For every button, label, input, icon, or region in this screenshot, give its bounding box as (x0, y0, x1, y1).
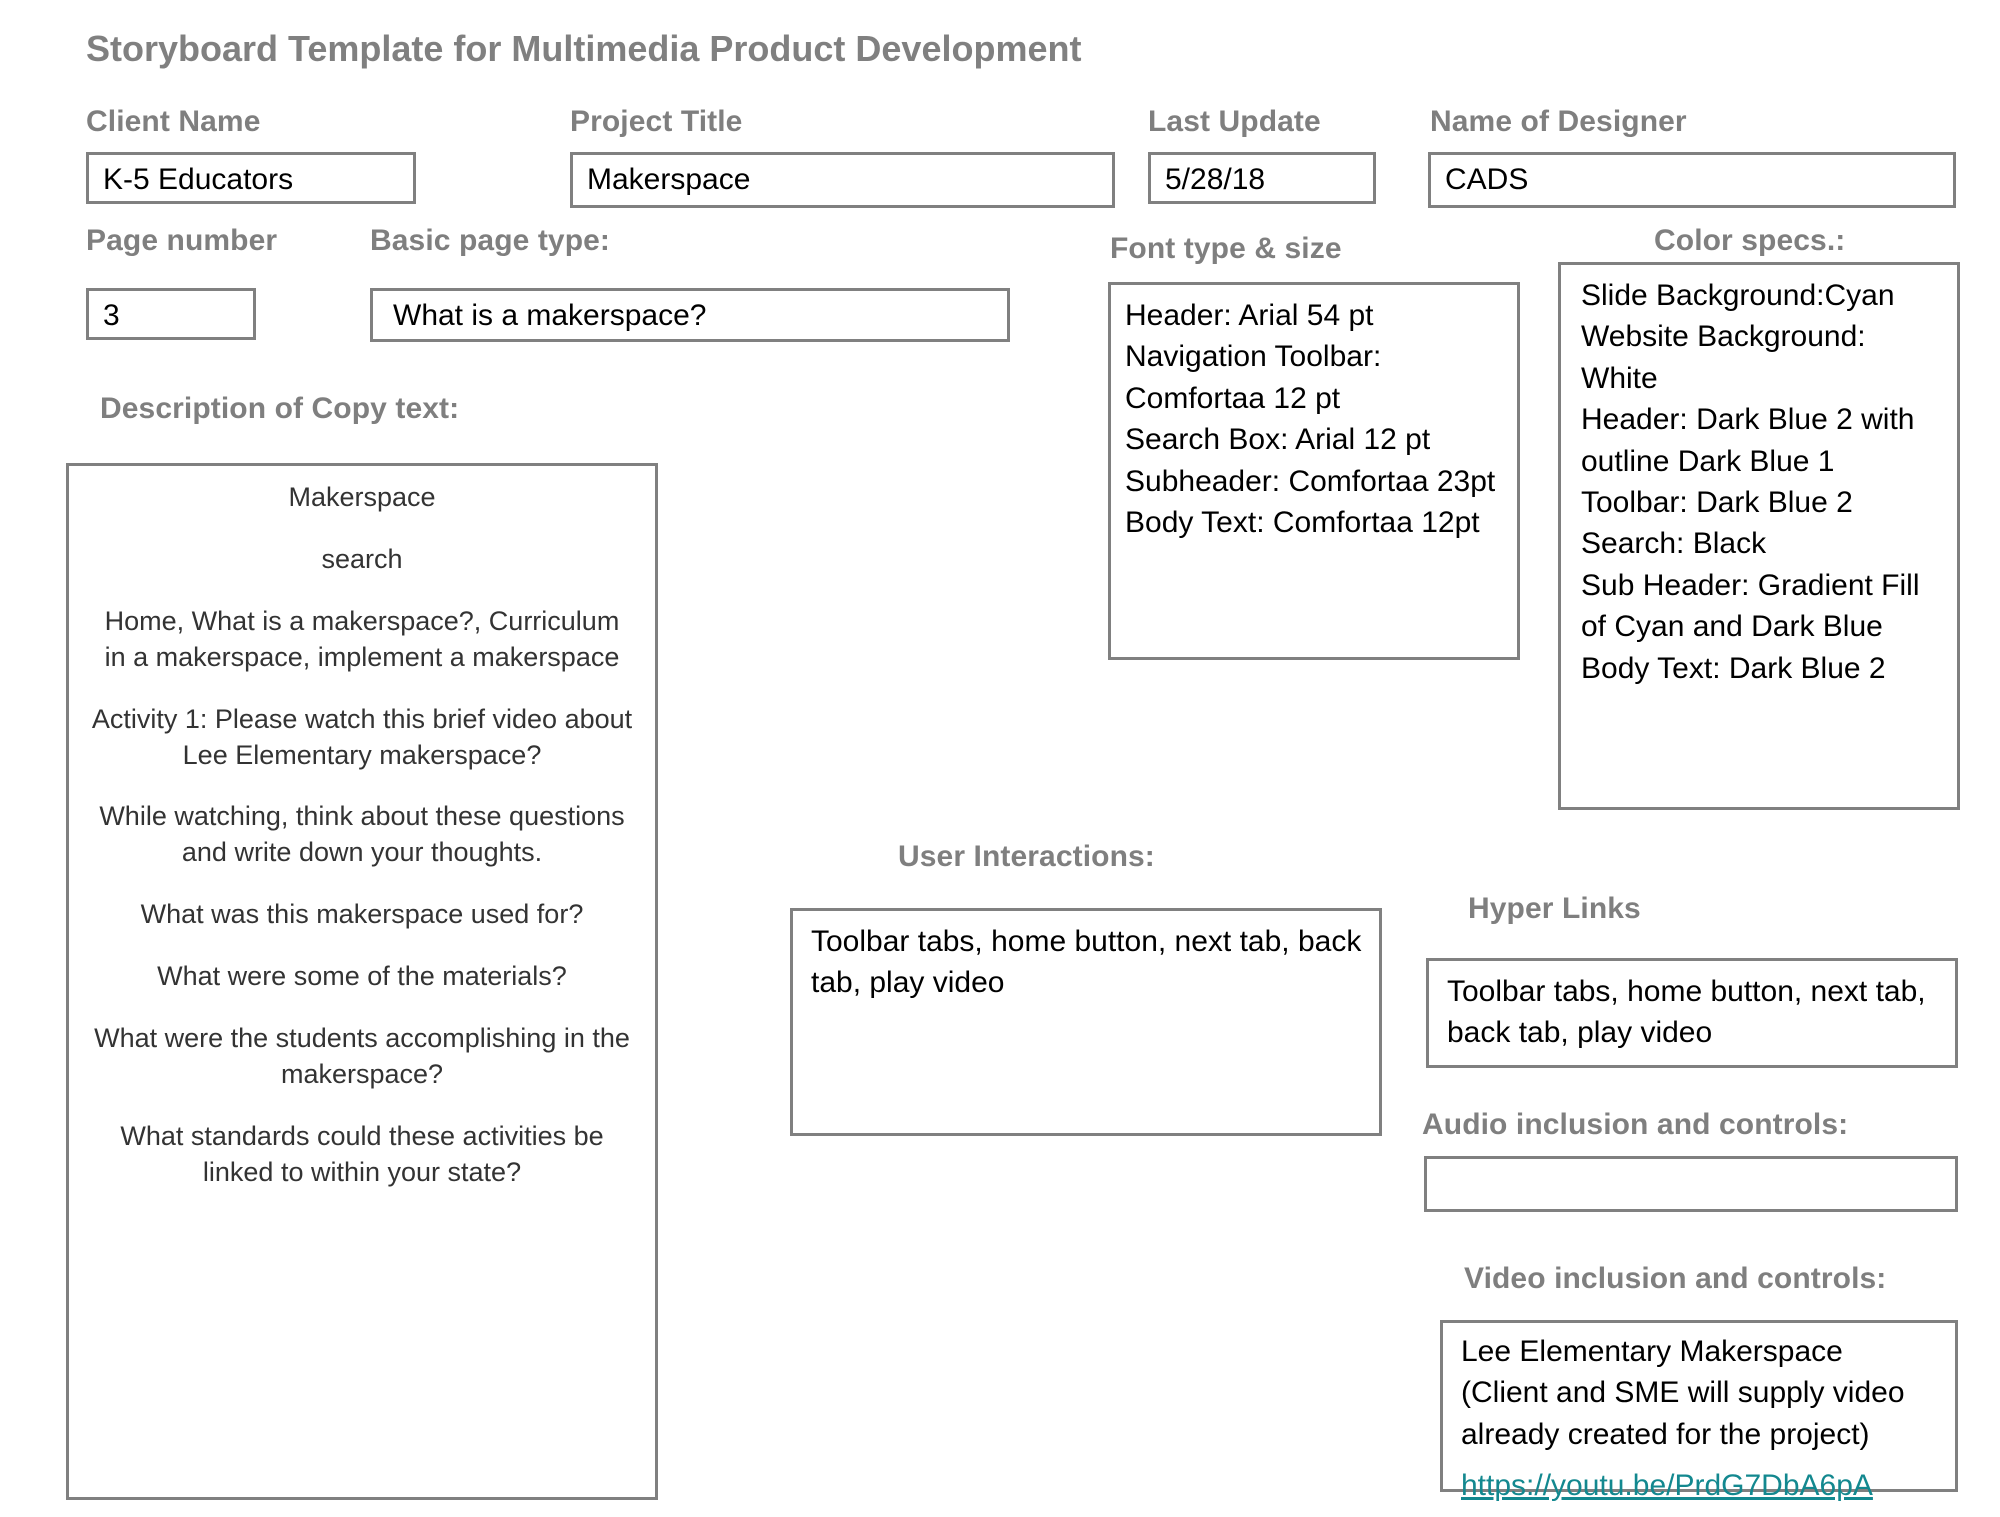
last-update-input[interactable]: 5/28/18 (1148, 152, 1376, 204)
user-interactions-value: Toolbar tabs, home button, next tab, bac… (811, 925, 1370, 1000)
basic-page-type-label: Basic page type: (370, 224, 611, 257)
copy-line: Makerspace (288, 482, 436, 512)
copy-line: While watching, think about these questi… (99, 801, 625, 868)
client-name-input[interactable]: K-5 Educators (86, 152, 416, 204)
font-specs-label: Font type & size (1110, 232, 1342, 265)
audio-value (1427, 1159, 1955, 1179)
copy-line: Home, What is a makerspace?, Curriculum … (104, 605, 620, 672)
client-name-label: Client Name (86, 105, 261, 138)
copy-line: Activity 1: Please watch this brief vide… (91, 703, 633, 770)
copy-line: What were the students accomplishing in … (94, 1023, 630, 1089)
user-interactions-box[interactable]: Toolbar tabs, home button, next tab, bac… (790, 908, 1382, 1136)
copy-text-label: Description of Copy text: (100, 392, 460, 425)
designer-input[interactable]: CADS (1428, 152, 1956, 208)
font-specs-box[interactable]: Header: Arial 54 pt Navigation Toolbar: … (1108, 282, 1520, 660)
basic-page-type-value: What is a makerspace? (393, 299, 707, 332)
copy-line: What were some of the materials? (157, 961, 567, 992)
color-specs-box[interactable]: Slide Background:Cyan Website Background… (1558, 262, 1960, 810)
video-url-line: https://youtu.be/PrdG7DbA6pA (1443, 1465, 1955, 1516)
copy-line: search (321, 543, 403, 574)
hyper-links-box[interactable]: Toolbar tabs, home button, next tab, bac… (1426, 958, 1958, 1068)
color-specs-value: Slide Background:Cyan Website Background… (1581, 279, 1920, 685)
designer-label: Name of Designer (1430, 105, 1687, 138)
page-number-value: 3 (103, 299, 120, 332)
page-number-input[interactable]: 3 (86, 288, 256, 340)
project-title-label: Project Title (570, 105, 743, 138)
project-title-value: Makerspace (587, 163, 751, 196)
page-number-label: Page number (86, 224, 278, 257)
video-label: Video inclusion and controls: (1464, 1262, 1887, 1295)
hyper-links-value: Toolbar tabs, home button, next tab, bac… (1447, 975, 1934, 1050)
copy-text-box[interactable]: Makerspace search Home, What is a makers… (66, 463, 658, 1500)
user-interactions-label: User Interactions: (898, 840, 1155, 873)
hyper-links-label: Hyper Links (1468, 892, 1641, 925)
video-text: Lee Elementary Makerspace (Client and SM… (1461, 1335, 1905, 1451)
page-title: Storyboard Template for Multimedia Produ… (86, 28, 1082, 69)
last-update-value: 5/28/18 (1165, 163, 1266, 196)
color-specs-label: Color specs.: (1654, 224, 1846, 257)
basic-page-type-input[interactable]: What is a makerspace? (370, 288, 1010, 342)
designer-value: CADS (1445, 163, 1529, 196)
audio-box[interactable] (1424, 1156, 1958, 1212)
client-name-value: K-5 Educators (103, 163, 294, 196)
copy-line: What standards could these activities be… (120, 1120, 604, 1187)
last-update-label: Last Update (1148, 105, 1321, 138)
project-title-input[interactable]: Makerspace (570, 152, 1115, 208)
font-specs-value: Header: Arial 54 pt Navigation Toolbar: … (1125, 299, 1496, 539)
video-url-link[interactable]: https://youtu.be/PrdG7DbA6pA (1461, 1469, 1873, 1503)
video-box[interactable]: Lee Elementary Makerspace (Client and SM… (1440, 1320, 1958, 1502)
copy-line: What was this makerspace used for? (140, 899, 584, 930)
audio-label: Audio inclusion and controls: (1422, 1108, 1849, 1141)
